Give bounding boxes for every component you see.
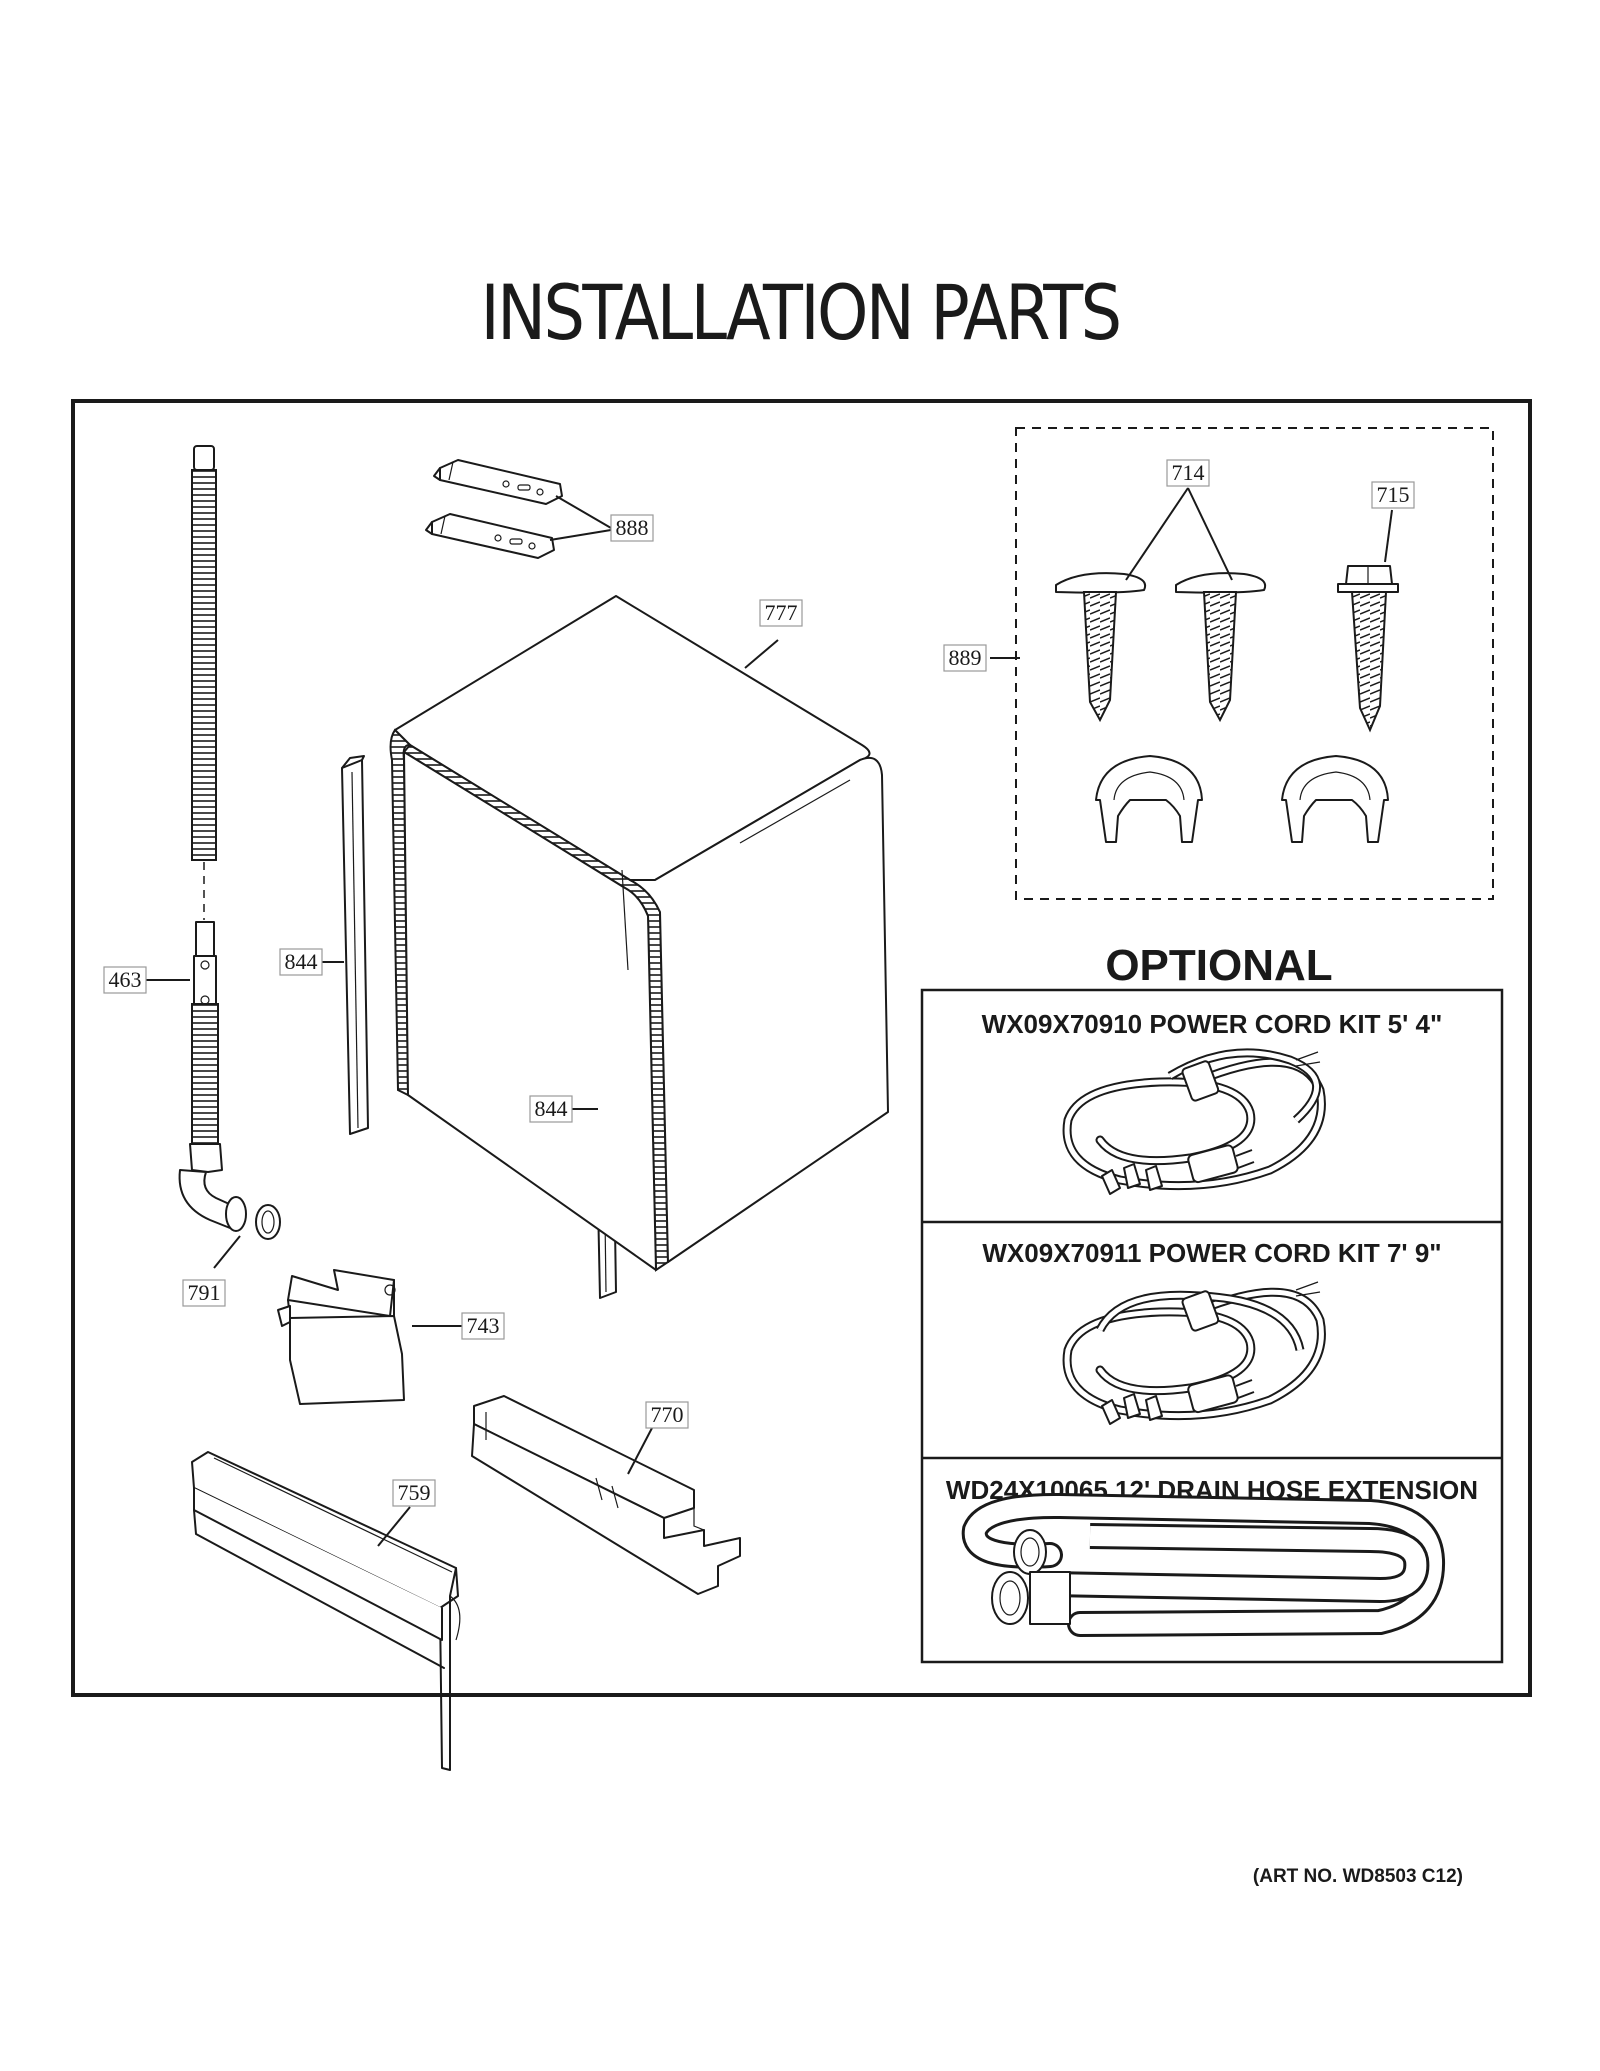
drain-hose-extension-illustration xyxy=(961,1492,1446,1637)
part-screw-714-left xyxy=(1055,572,1146,723)
svg-text:889: 889 xyxy=(949,645,982,670)
optional-kits-table xyxy=(920,988,1504,1664)
screw-kit-889-box xyxy=(1015,427,1494,900)
callout-889: 889 xyxy=(943,644,987,672)
leader-lines xyxy=(146,487,1393,1547)
callout-714: 714 xyxy=(1166,459,1210,487)
svg-text:844: 844 xyxy=(535,1096,568,1121)
part-grommet-left xyxy=(1095,755,1203,843)
svg-text:743: 743 xyxy=(467,1313,500,1338)
svg-text:463: 463 xyxy=(109,967,142,992)
callout-888: 888 xyxy=(610,514,654,542)
callout-759: 759 xyxy=(392,1479,436,1507)
callout-777: 777 xyxy=(759,599,803,627)
part-toe-kick-759 xyxy=(191,1451,461,1771)
power-cord-kit-7ft9-illustration xyxy=(1062,1281,1326,1425)
part-screw-715 xyxy=(1337,565,1399,733)
callout-715: 715 xyxy=(1371,481,1415,509)
svg-text:759: 759 xyxy=(398,1480,431,1505)
art-number: (ART NO. WD8503 C12) xyxy=(1253,1866,1463,1887)
svg-text:715: 715 xyxy=(1377,482,1410,507)
part-foam-blocks-770 xyxy=(471,1395,741,1595)
svg-text:777: 777 xyxy=(765,600,798,625)
power-cord-kit-5ft4-illustration xyxy=(1062,1048,1326,1195)
svg-text:770: 770 xyxy=(651,1402,684,1427)
part-insulation-blanket-777 xyxy=(389,595,889,1272)
diagram-frame xyxy=(71,399,1532,1697)
part-grommet-right xyxy=(1281,755,1389,843)
page-title: INSTALLATION PARTS xyxy=(480,268,1122,357)
callout-791: 791 xyxy=(182,1279,226,1307)
part-screw-714-right xyxy=(1175,572,1266,723)
part-junction-box-743 xyxy=(277,1269,405,1405)
part-drain-hose-463 xyxy=(178,445,281,1240)
kit-label-power-cord-5ft4: WX09X70910 POWER CORD KIT 5' 4" xyxy=(982,1009,1443,1039)
callout-743: 743 xyxy=(461,1312,505,1340)
callout-770: 770 xyxy=(645,1401,689,1429)
callout-844-right: 844 xyxy=(529,1095,573,1123)
svg-text:791: 791 xyxy=(188,1280,221,1305)
kit-label-power-cord-7ft9: WX09X70911 POWER CORD KIT 7' 9" xyxy=(982,1238,1441,1268)
callout-463: 463 xyxy=(103,966,147,994)
callout-844-left: 844 xyxy=(279,948,323,976)
optional-heading: OPTIONAL xyxy=(1105,941,1332,990)
svg-text:844: 844 xyxy=(285,949,318,974)
svg-text:888: 888 xyxy=(616,515,649,540)
part-side-trim-844-left xyxy=(341,755,369,1135)
svg-text:714: 714 xyxy=(1172,460,1205,485)
part-mounting-brackets-888 xyxy=(425,459,563,559)
